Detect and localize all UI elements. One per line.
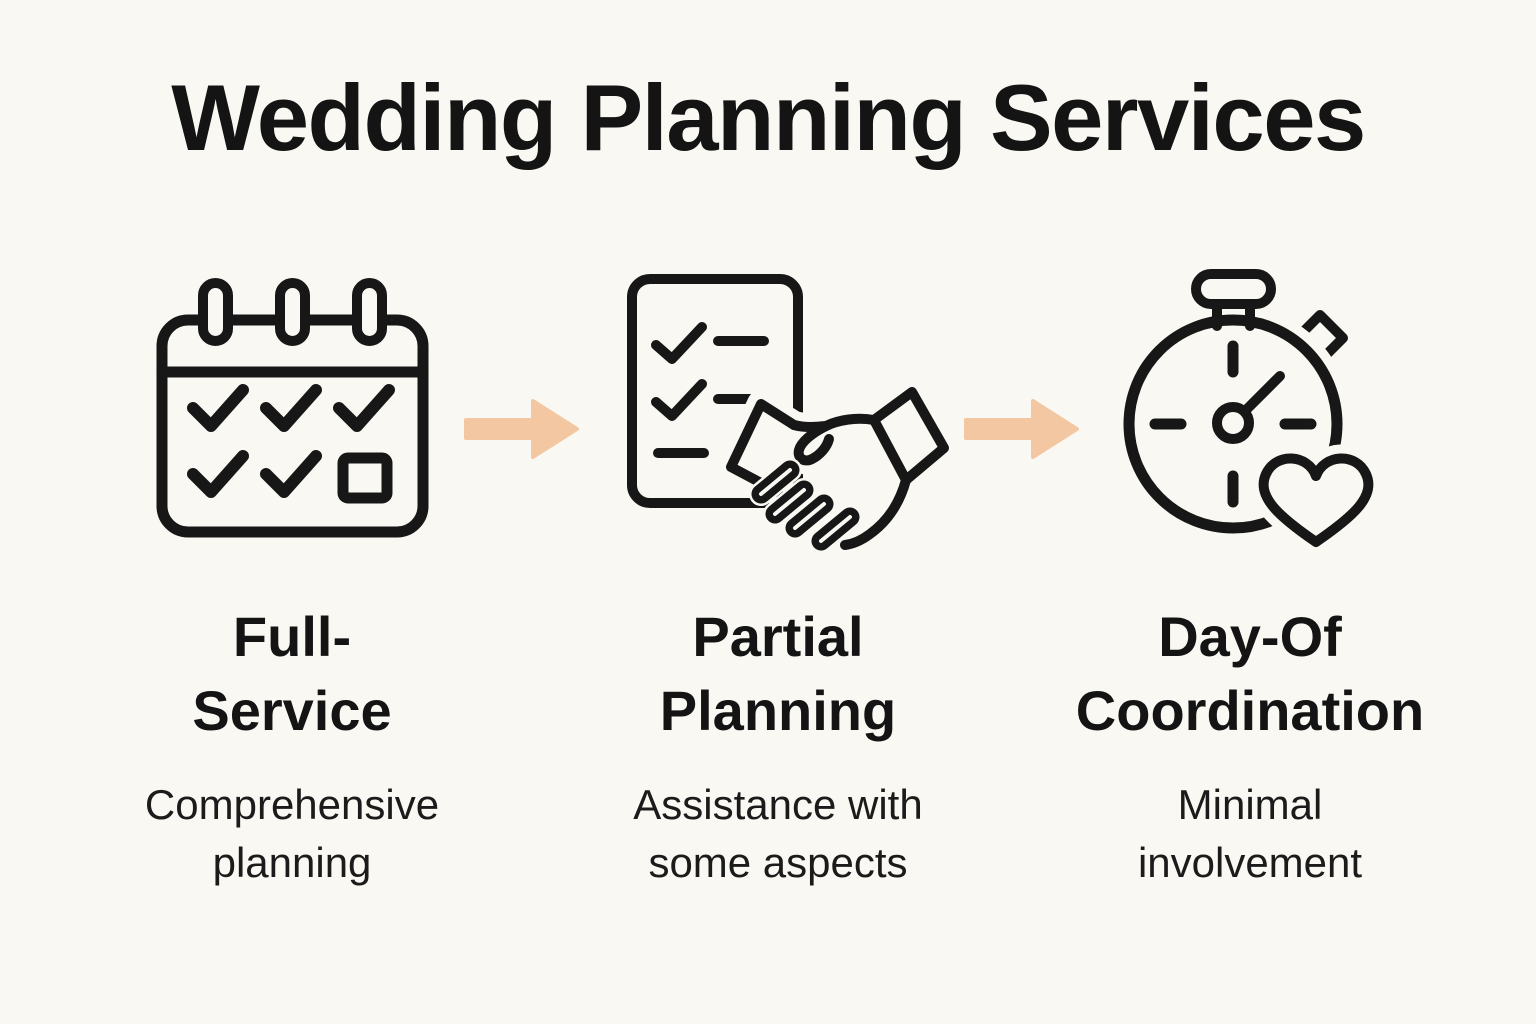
step-description: Assistance with some aspects [633, 780, 923, 886]
stopwatch-heart-icon [1120, 269, 1380, 550]
step-column-day-of-coordination: Day-Of Coordination Minimal involvement [1015, 258, 1485, 892]
step-column-partial-planning: Partial Planning Assistance with some as… [568, 258, 988, 892]
step-icon-box [606, 258, 951, 560]
step-heading: Full-Service [192, 605, 392, 742]
step-column-full-service: Full-Service Comprehensive planning [92, 258, 492, 892]
flow-arrow-icon [964, 399, 1079, 459]
step-description: Comprehensive planning [144, 780, 440, 886]
calendar-checklist-icon [156, 278, 428, 538]
step-heading: Partial Planning [659, 605, 897, 742]
checklist-handshake-icon [626, 274, 951, 559]
step-icon-box [1120, 258, 1380, 560]
step-description: Minimal involvement [1137, 780, 1363, 886]
page-title: Wedding Planning Services [171, 65, 1366, 170]
step-heading: Day-Of Coordination [1075, 605, 1425, 742]
step-icon-box [155, 258, 430, 560]
flow-arrow-icon [464, 399, 579, 459]
